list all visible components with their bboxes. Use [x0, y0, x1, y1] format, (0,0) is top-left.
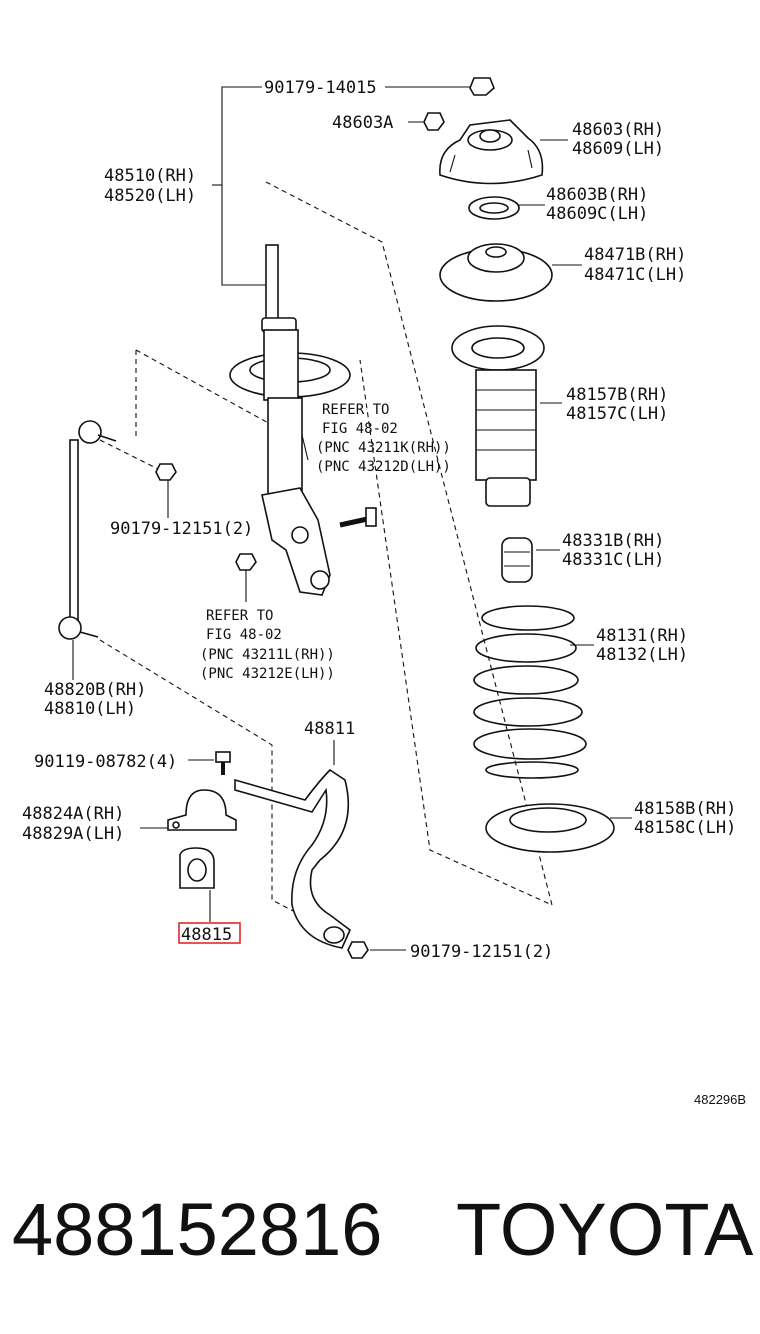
bearing-48603b — [468, 196, 520, 220]
part-labels: 90179-14015 48603A 48603(RH) 48609(LH) 4… — [22, 78, 736, 962]
label-48158b-rh[interactable]: 48158B(RH) — [634, 799, 736, 819]
footer-brand: TOYOTA — [456, 1188, 754, 1271]
leader-lines — [72, 86, 632, 951]
label-48603a[interactable]: 48603A — [332, 113, 393, 133]
label-48158c-lh[interactable]: 48158C(LH) — [634, 818, 736, 838]
refer2-line1: REFER TO — [206, 608, 273, 624]
label-48131-rh[interactable]: 48131(RH) — [596, 626, 688, 646]
label-90179-12151-b[interactable]: 90179-12151(2) — [410, 942, 553, 962]
coil-spring — [473, 605, 587, 779]
bar-end-nut — [347, 941, 369, 959]
label-48815-highlighted[interactable]: 48815 — [181, 925, 232, 945]
label-90179-14015[interactable]: 90179-14015 — [264, 78, 377, 98]
shock-absorber-strut — [229, 244, 351, 596]
label-48820b-rh[interactable]: 48820B(RH) — [44, 680, 146, 700]
label-48603b-rh[interactable]: 48603B(RH) — [546, 185, 648, 205]
lower-insulator — [485, 803, 615, 853]
label-48157c-lh[interactable]: 48157C(LH) — [566, 404, 668, 424]
footer: 488152816 TOYOTA — [12, 1188, 754, 1271]
label-48132-lh[interactable]: 48132(LH) — [596, 645, 688, 665]
label-48829a-lh[interactable]: 48829A(LH) — [22, 824, 124, 844]
footer-part-number: 488152816 — [12, 1188, 382, 1271]
refer2-line2: FIG 48-02 — [206, 627, 282, 643]
label-48331b-rh[interactable]: 48331B(RH) — [562, 531, 664, 551]
refer2-line3[interactable]: (PNC 43211L(RH)) — [200, 647, 335, 663]
stabilizer-bushing — [179, 847, 215, 889]
upper-nut — [469, 77, 495, 96]
stabilizer-link — [58, 420, 117, 640]
support-mount — [439, 119, 544, 185]
label-48810-lh[interactable]: 48810(LH) — [44, 699, 136, 719]
refer1-line2: FIG 48-02 — [322, 421, 398, 437]
refer1-line1: REFER TO — [322, 402, 389, 418]
spring-seat-upper — [439, 243, 553, 302]
label-48471c-lh[interactable]: 48471C(LH) — [584, 265, 686, 285]
label-48824a-rh[interactable]: 48824A(RH) — [22, 804, 124, 824]
label-48609c-lh[interactable]: 48609C(LH) — [546, 204, 648, 224]
stabilizer-bar — [234, 768, 351, 949]
label-90179-12151-a[interactable]: 90179-12151(2) — [110, 519, 253, 539]
label-48603-rh[interactable]: 48603(RH) — [572, 120, 664, 140]
knuckle-bolt — [339, 507, 377, 528]
highlight-box — [178, 922, 241, 944]
label-90119-08782[interactable]: 90119-08782(4) — [34, 752, 177, 772]
label-48471b-rh[interactable]: 48471B(RH) — [584, 245, 686, 265]
diagram-code: 482296B — [694, 1092, 746, 1107]
label-48157b-rh[interactable]: 48157B(RH) — [566, 385, 668, 405]
link-nut-upper — [155, 463, 177, 481]
label-48609-lh[interactable]: 48609(LH) — [572, 139, 664, 159]
label-48510-rh[interactable]: 48510(RH) — [104, 166, 196, 186]
bump-stopper — [501, 537, 533, 583]
label-48331c-lh[interactable]: 48331C(LH) — [562, 550, 664, 570]
label-48520-lh[interactable]: 48520(LH) — [104, 186, 196, 206]
dashed-outlines — [99, 181, 553, 926]
bushing-bracket — [167, 789, 237, 831]
strut-nut — [235, 553, 257, 571]
refer2-line4[interactable]: (PNC 43212E(LH)) — [200, 666, 335, 682]
refer1-line3[interactable]: (PNC 43211K(RH)) — [316, 440, 451, 456]
nut-48603a — [423, 112, 445, 131]
dust-boot — [451, 325, 545, 507]
refer1-line4[interactable]: (PNC 43212D(LH)) — [316, 459, 451, 475]
bracket-bolt — [215, 751, 231, 775]
label-48811[interactable]: 48811 — [304, 719, 355, 739]
